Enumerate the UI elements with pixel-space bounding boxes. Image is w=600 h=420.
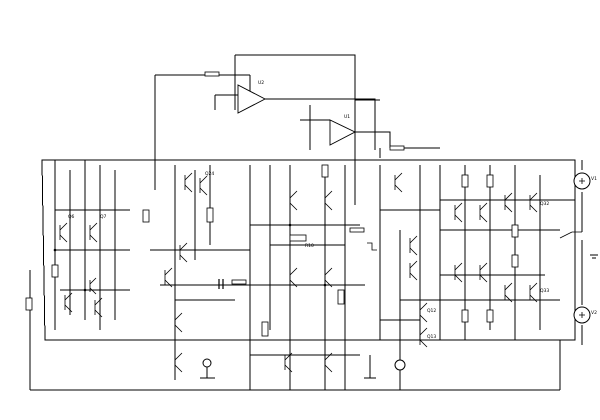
opamp-triangle-icon [329, 119, 357, 146]
capacitor [218, 279, 224, 289]
resistor [142, 209, 150, 223]
resistor [51, 264, 59, 278]
resistor [25, 297, 33, 311]
label-Q-left-b: Q7 [100, 214, 107, 220]
label-U2: U2 [258, 80, 264, 86]
bjt-transistor-icon [284, 190, 333, 373]
resistor [511, 224, 519, 238]
opamp-U1-section: U1 [300, 99, 440, 158]
label-V2: V2 [591, 310, 597, 316]
label-Q-left-a: Q6 [68, 214, 75, 220]
opamp-U2-section: U2 [154, 54, 376, 205]
left-stage: Q6 Q7 [25, 160, 150, 330]
resistor [206, 207, 214, 223]
resistor [261, 321, 269, 337]
resistor [486, 309, 494, 323]
right-center-stage: Q12 Q13 [364, 165, 440, 390]
label-Q-bot-b: Q13 [427, 334, 436, 340]
ground-icon [590, 254, 598, 259]
voltage-source-icon [202, 358, 212, 368]
supply-sources: V1 V2 [573, 160, 598, 345]
label-Q-mid-a: Q24 [205, 171, 214, 177]
resistor [321, 164, 329, 178]
label-Q-right-a: Q32 [540, 201, 549, 207]
label-R-bias: R10 [305, 243, 314, 249]
resistor [461, 309, 469, 323]
middle-stage: Q24 [150, 165, 300, 380]
opamp-triangle-icon [237, 84, 266, 114]
resistor [349, 227, 365, 233]
resistor [231, 279, 247, 285]
resistor [486, 174, 494, 188]
output-switch [559, 231, 582, 239]
label-U1: U1 [344, 114, 350, 120]
output-stage: Q32 Q33 [439, 165, 582, 340]
bjt-transistor-icon [59, 222, 103, 318]
center-stage: R10 [249, 164, 365, 390]
resistor [337, 289, 345, 305]
resistor-R-top [204, 71, 220, 77]
bjt-transistor-icon [164, 172, 208, 373]
label-V1: V1 [591, 176, 597, 182]
label-Q-bot-a: Q12 [427, 308, 436, 314]
resistor [511, 254, 519, 268]
bjt-transistor-icon [454, 192, 538, 303]
resistor [461, 174, 469, 188]
resistor-R-bias [289, 234, 307, 242]
voltage-source-icon [394, 359, 406, 371]
label-Q-right-b: Q33 [540, 288, 549, 294]
bjt-transistor-icon [394, 172, 428, 348]
power-rails [29, 159, 576, 391]
resistor-R-fb [389, 145, 405, 151]
